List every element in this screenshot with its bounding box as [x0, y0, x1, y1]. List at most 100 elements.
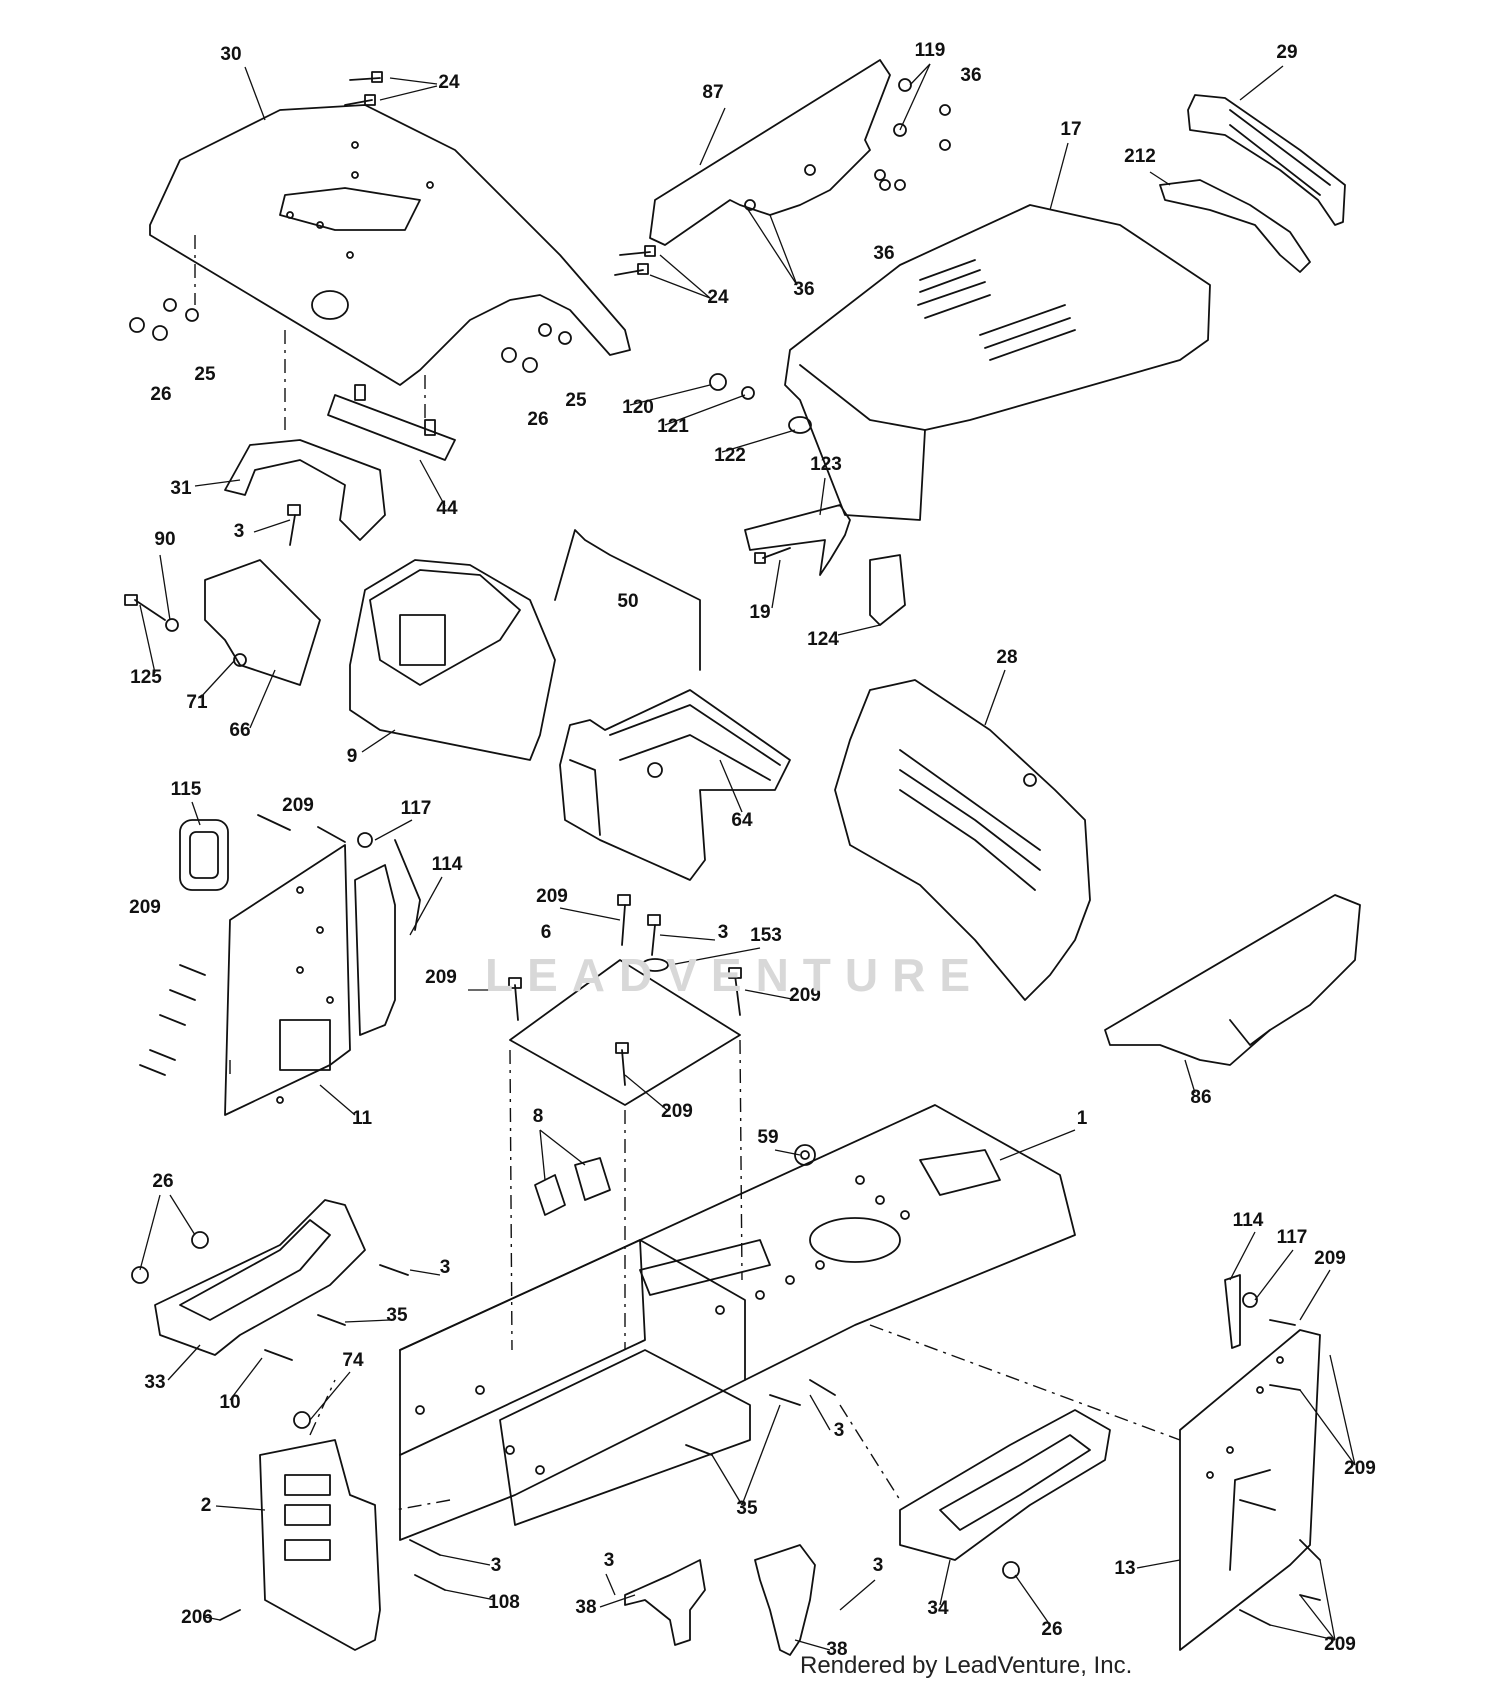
part-66-plate: [204, 559, 321, 686]
part-87-bracket: [649, 59, 891, 246]
callout-label-l35a: 35: [386, 1305, 408, 1326]
callout-label-l30: 30: [220, 44, 241, 65]
callout-label-l117b: 117: [1277, 1227, 1308, 1248]
callout-label-l28: 28: [996, 647, 1017, 668]
part-26-nut-right: [1002, 1561, 1020, 1579]
callout-label-l25a: 25: [194, 364, 216, 385]
callout-label-l114a: 114: [432, 854, 463, 875]
part-8-clips: [534, 1157, 611, 1216]
part-30-dash-cover: [149, 104, 631, 386]
callout-label-l209f: 209: [661, 1101, 693, 1122]
part-125-90-hardware: [124, 594, 179, 632]
part-124-bracket: [869, 554, 906, 626]
callout-label-l212: 212: [1124, 146, 1156, 167]
callout-label-l2: 2: [201, 1495, 212, 1516]
part-11-side-panel: [224, 844, 351, 1116]
callout-label-l36c: 36: [793, 279, 814, 300]
part-74-108-206-3-hardware: [219, 1411, 446, 1621]
callout-label-l209b: 209: [129, 897, 161, 918]
part-64-seat-bracket: [559, 689, 791, 881]
part-35-3-bolts-frame: [685, 1379, 836, 1456]
watermark: LEADVENTURE: [485, 949, 985, 1001]
part-114-117-bracket: [354, 832, 421, 1036]
callout-label-l25b: 25: [565, 390, 587, 411]
callout-label-l24a: 24: [438, 72, 460, 93]
callout-label-l24b: 24: [707, 287, 729, 308]
callout-label-l87: 87: [702, 82, 723, 103]
part-119-36-hardware: [874, 78, 951, 191]
callout-label-l3d: 3: [834, 1420, 845, 1441]
part-38-bracket-b: [754, 1544, 816, 1656]
part-86-footrest: [1104, 894, 1361, 1066]
callout-label-l153: 153: [750, 925, 782, 946]
callout-label-l36a: 36: [960, 65, 981, 86]
callout-label-l125: 125: [130, 667, 162, 688]
part-123-bracket: [744, 504, 851, 576]
part-26-35-10-hardware: [131, 1231, 409, 1361]
footer-credit: Rendered by LeadVenture, Inc.: [800, 1652, 1133, 1679]
callout-label-l115: 115: [171, 779, 202, 800]
callout-label-l209d: 209: [425, 967, 457, 988]
part-209-3-bolts-center: [508, 894, 742, 1086]
callout-label-l122: 122: [714, 445, 746, 466]
callout-label-l8: 8: [533, 1106, 544, 1127]
part-212-grille-insert: [1159, 179, 1311, 273]
callout-label-l59: 59: [757, 1127, 778, 1148]
callout-label-l120: 120: [622, 397, 654, 418]
part-1-frame: [399, 1104, 1076, 1541]
callout-label-l3g: 3: [873, 1555, 884, 1576]
callout-label-l66: 66: [229, 720, 250, 741]
callout-label-l19: 19: [749, 602, 770, 623]
part-209-bolts-left: [139, 814, 346, 1076]
callout-label-l209a: 209: [282, 795, 314, 816]
callout-label-l17: 17: [1060, 119, 1081, 140]
callout-label-l9: 9: [347, 746, 358, 767]
callout-label-l6: 6: [541, 922, 552, 943]
part-34-step: [899, 1409, 1111, 1561]
part-114-117-209-right: [1224, 1274, 1321, 1626]
callout-label-l209g: 209: [1314, 1248, 1346, 1269]
part-44-plate: [327, 384, 456, 461]
part-31-bracket: [224, 439, 386, 541]
leader-lines: [139, 63, 1356, 1651]
callout-label-l108: 108: [488, 1592, 520, 1613]
callout-label-l64: 64: [731, 810, 753, 831]
callout-label-l119: 119: [915, 40, 946, 61]
callout-label-l90: 90: [154, 529, 175, 550]
callout-label-l35b: 35: [736, 1498, 758, 1519]
callout-label-l3b: 3: [718, 922, 729, 943]
part-25-26-washers-nuts: [129, 298, 572, 373]
part-29-grille: [1187, 94, 1346, 226]
callout-label-l3c: 3: [440, 1257, 451, 1278]
callout-label-l209e: 209: [789, 985, 821, 1006]
callout-label-l34: 34: [927, 1598, 949, 1619]
part-33-step: [154, 1199, 366, 1356]
part-19-bolt: [754, 547, 791, 564]
callout-label-l26b: 26: [527, 409, 548, 430]
part-13-side-panel: [1179, 1329, 1321, 1651]
alignment-lines: [194, 235, 1181, 1511]
callout-label-l11: 11: [352, 1108, 373, 1129]
part-24-bolts: [344, 71, 656, 276]
callout-label-l10: 10: [219, 1392, 240, 1413]
callout-label-l209i: 209: [1324, 1634, 1356, 1655]
callout-label-l3a: 3: [234, 521, 245, 542]
part-17-hood: [784, 204, 1211, 521]
part-120-121-122-bumpers: [709, 373, 812, 434]
part-115-grommet: [179, 819, 229, 891]
callout-label-l121: 121: [657, 416, 689, 437]
part-50-rod: [554, 529, 701, 671]
callout-label-l38b: 38: [826, 1639, 847, 1660]
callout-label-l38a: 38: [575, 1597, 596, 1618]
callout-label-l36b: 36: [873, 243, 894, 264]
part-38-bracket-a: [624, 1559, 706, 1646]
callout-label-l124: 124: [807, 629, 839, 650]
part-59-nut: [794, 1144, 816, 1166]
callout-label-l71: 71: [186, 692, 208, 713]
callout-label-l3f: 3: [491, 1555, 502, 1576]
part-28-fender: [834, 679, 1091, 1001]
callout-label-l206: 206: [181, 1607, 213, 1628]
callout-label-l114b: 114: [1233, 1210, 1264, 1231]
